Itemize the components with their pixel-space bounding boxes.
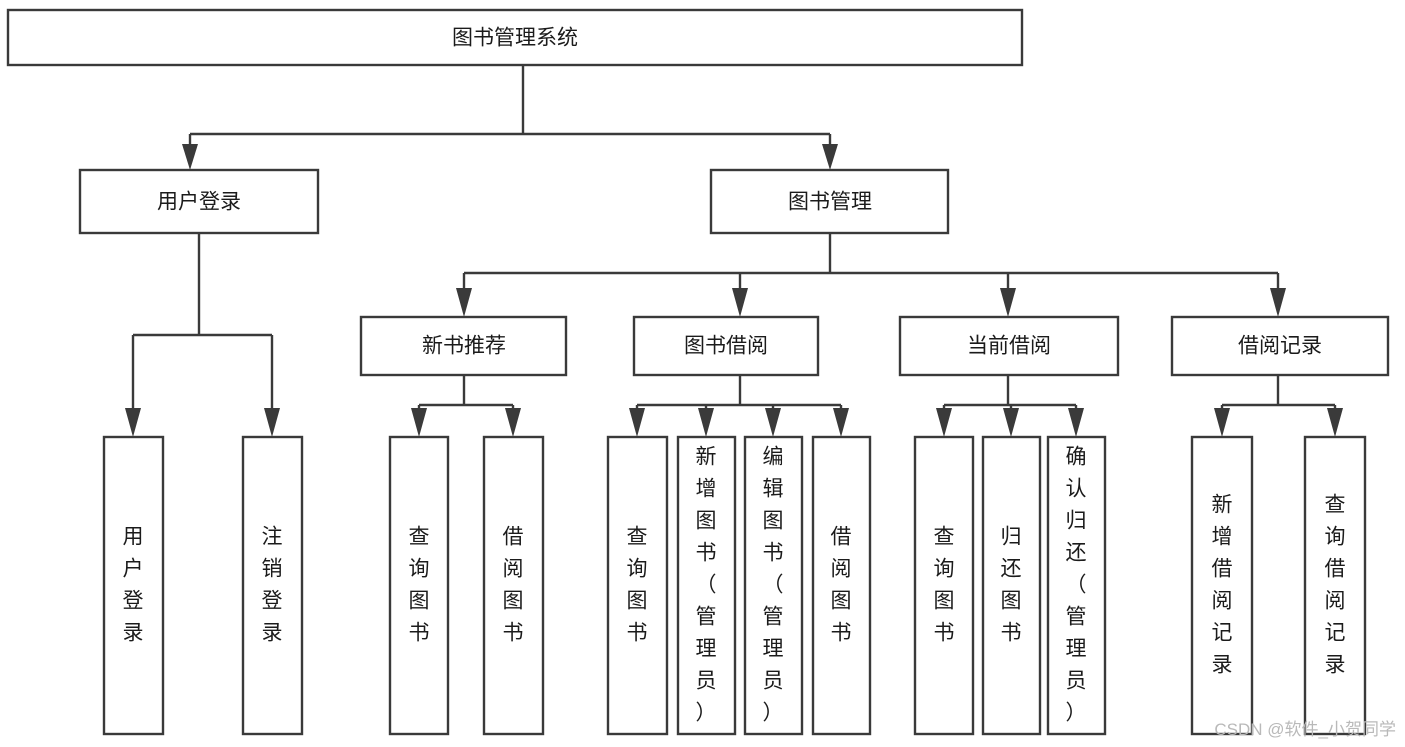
arrow-head-borrow xyxy=(732,288,748,317)
leaf-node-10-label: 归还图书 xyxy=(1001,526,1022,645)
leaf-node-11-box[interactable] xyxy=(1046,435,1107,736)
leaf-node-4-label: 借阅图书 xyxy=(503,526,524,645)
leaf-node-1-user-login[interactable]: 用户登录 xyxy=(102,435,165,736)
node-level2-user-login-label: 用户登录 xyxy=(157,191,241,214)
arrow-head-leaf-8 xyxy=(833,408,849,437)
leaf-node-7-label: 编辑图书（管理员） xyxy=(763,446,784,725)
leaf-node-3-query-book[interactable]: 查询图书 xyxy=(388,435,450,736)
leaf-node-2-logout[interactable]: 注销登录 xyxy=(241,435,304,736)
leaf-node-10-return-book[interactable]: 归还图书 xyxy=(981,435,1042,736)
leaf-node-12-box[interactable] xyxy=(1190,435,1254,736)
node-level3-borrow-record-label: 借阅记录 xyxy=(1238,335,1322,358)
arrow-head-leaf-5 xyxy=(629,408,645,437)
leaf-node-9-label: 查询图书 xyxy=(934,526,955,645)
leaf-node-11-confirm-return-admin[interactable]: 确认归还（管理员） xyxy=(1046,435,1107,736)
leaf-node-12-add-borrow-record[interactable]: 新增借阅记录 xyxy=(1190,435,1254,736)
csdn-watermark: CSDN @软件_小贺同学 xyxy=(1214,720,1396,739)
leaf-node-5-query-book[interactable]: 查询图书 xyxy=(606,435,669,736)
node-root-图书管理系统[interactable]: 图书管理系统 xyxy=(6,8,1024,67)
leaf-node-1-label: 用户登录 xyxy=(123,526,144,645)
leaf-node-7-box[interactable] xyxy=(743,435,804,736)
connector-layer xyxy=(125,65,1343,437)
node-root-box[interactable] xyxy=(6,8,1024,67)
leaf-node-4-borrow-book[interactable]: 借阅图书 xyxy=(482,435,545,736)
arrow-head-leaf-7 xyxy=(765,408,781,437)
leaf-node-5-label: 查询图书 xyxy=(627,526,648,645)
arrow-head-leaf-6 xyxy=(698,408,714,437)
node-level3-current-borrow[interactable]: 当前借阅 xyxy=(898,315,1120,377)
arrow-head-leaf-11 xyxy=(1068,408,1084,437)
leaf-node-2-label: 注销登录 xyxy=(262,526,283,645)
leaf-node-6-box[interactable] xyxy=(676,435,737,736)
leaf-node-13-box[interactable] xyxy=(1303,435,1367,736)
leaf-node-11-label: 确认归还（管理员） xyxy=(1066,446,1087,725)
arrow-head-leaf-10 xyxy=(1003,408,1019,437)
node-level3-current-borrow-box[interactable] xyxy=(898,315,1120,377)
node-level3-borrow-record[interactable]: 借阅记录 xyxy=(1170,315,1390,377)
node-level3-book-borrow-label: 图书借阅 xyxy=(684,335,768,358)
arrow-head-leaf-2 xyxy=(264,408,280,437)
leaf-node-2-box[interactable] xyxy=(241,435,304,736)
node-level2-user-login[interactable]: 用户登录 xyxy=(78,168,320,235)
node-level2-book-management-box[interactable] xyxy=(709,168,950,235)
node-level3-borrow-record-box[interactable] xyxy=(1170,315,1390,377)
arrow-head-newbook xyxy=(456,288,472,317)
leaf-node-12-label: 新增借阅记录 xyxy=(1212,494,1233,677)
arrow-head-leaf-9 xyxy=(936,408,952,437)
arrow-head-leaf-13 xyxy=(1327,408,1343,437)
node-level2-book-management-label: 图书管理 xyxy=(788,191,872,214)
arrow-head-leaf-1 xyxy=(125,408,141,437)
leaf-node-10-box[interactable] xyxy=(981,435,1042,736)
leaf-node-7-edit-book-admin[interactable]: 编辑图书（管理员） xyxy=(743,435,804,736)
node-root-label: 图书管理系统 xyxy=(452,27,578,50)
leaf-node-4-box[interactable] xyxy=(482,435,545,736)
leaf-node-8-box[interactable] xyxy=(811,435,872,736)
leaf-node-3-label: 查询图书 xyxy=(409,526,430,645)
arrow-head-record xyxy=(1270,288,1286,317)
arrow-head-user-login xyxy=(182,144,198,170)
leaf-node-5-box[interactable] xyxy=(606,435,669,736)
leaf-node-8-borrow-book[interactable]: 借阅图书 xyxy=(811,435,872,736)
node-level3-book-borrow-box[interactable] xyxy=(632,315,820,377)
leaf-node-13-query-borrow-record[interactable]: 查询借阅记录 xyxy=(1303,435,1367,736)
arrow-head-book-mgmt xyxy=(822,144,838,170)
leaf-node-8-label: 借阅图书 xyxy=(831,526,852,645)
leaf-node-9-box[interactable] xyxy=(913,435,975,736)
arrow-head-leaf-3 xyxy=(411,408,427,437)
leaf-node-6-label: 新增图书（管理员） xyxy=(696,446,717,725)
node-level2-user-login-box[interactable] xyxy=(78,168,320,235)
leaf-node-3-box[interactable] xyxy=(388,435,450,736)
node-level3-book-borrow[interactable]: 图书借阅 xyxy=(632,315,820,377)
node-level3-current-borrow-label: 当前借阅 xyxy=(967,335,1051,358)
node-level3-new-book-recommend-label: 新书推荐 xyxy=(422,335,506,358)
node-level2-book-management[interactable]: 图书管理 xyxy=(709,168,950,235)
leaf-node-layer: 用户登录 注销登录 查询图书 借阅图书 查询图书 新增图书（管理员） xyxy=(102,435,1367,736)
leaf-node-13-label: 查询借阅记录 xyxy=(1325,494,1346,677)
leaf-node-9-query-book[interactable]: 查询图书 xyxy=(913,435,975,736)
leaf-node-1-box[interactable] xyxy=(102,435,165,736)
node-level3-new-book-recommend[interactable]: 新书推荐 xyxy=(359,315,568,377)
arrow-head-current xyxy=(1000,288,1016,317)
arrow-head-leaf-12 xyxy=(1214,408,1230,437)
node-level3-new-book-recommend-box[interactable] xyxy=(359,315,568,377)
arrow-head-leaf-4 xyxy=(505,408,521,437)
leaf-node-6-add-book-admin[interactable]: 新增图书（管理员） xyxy=(676,435,737,736)
